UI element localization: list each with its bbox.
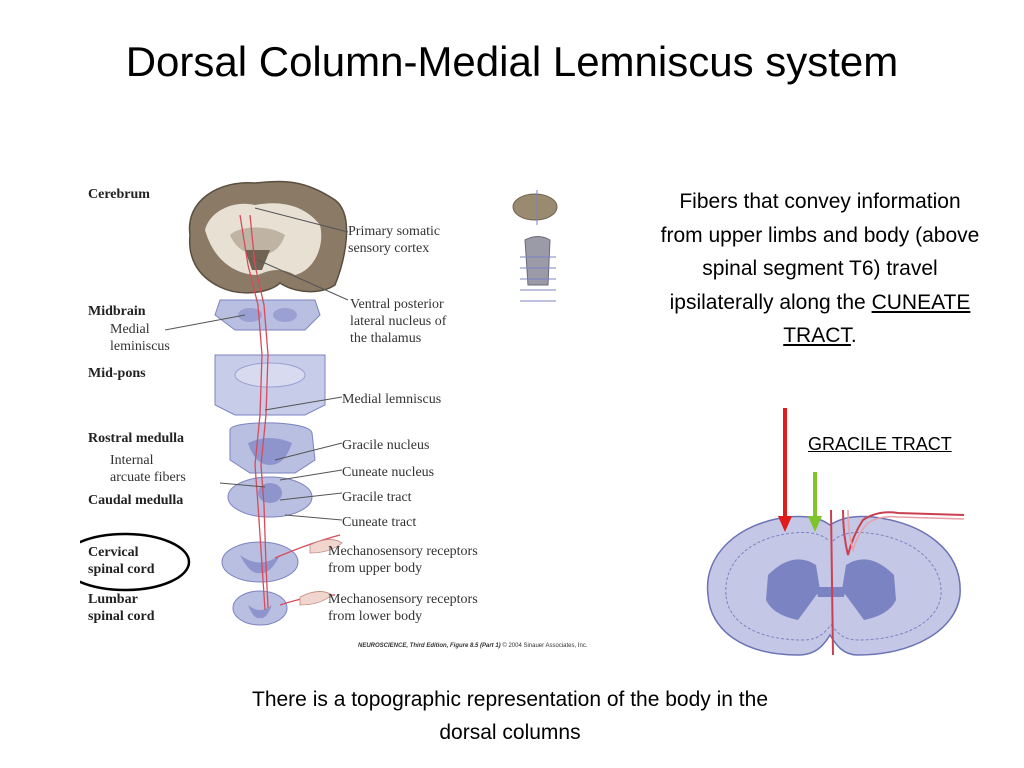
label-lumbar-1: Lumbar bbox=[88, 592, 138, 607]
receptor-tufts bbox=[299, 539, 343, 606]
cervical-highlight-ellipse bbox=[80, 532, 191, 592]
label-midbrain: Midbrain bbox=[88, 304, 146, 319]
figure-credit: NEUROSCIENCE, Third Edition, Figure 8.5 … bbox=[358, 643, 588, 649]
label-mech-lower-1: Mechanosensory receptors bbox=[328, 592, 478, 607]
rostral-medulla-section bbox=[229, 422, 316, 474]
label-mech-upper-1: Mechanosensory receptors bbox=[328, 544, 478, 559]
slide-title: Dorsal Column-Medial Lemniscus system bbox=[125, 38, 899, 85]
credit-rest: © 2004 Sinauer Associates, Inc. bbox=[502, 643, 588, 649]
label-gracile-nucleus: Gracile nucleus bbox=[342, 438, 430, 453]
inset-fiber bbox=[842, 509, 964, 556]
label-caudal-medulla: Caudal medulla bbox=[88, 493, 184, 508]
cuneate-arrow bbox=[778, 408, 792, 532]
spinal-cord-inset bbox=[698, 505, 964, 657]
caudal-medulla-section bbox=[227, 476, 313, 518]
label-internal-2: arcuate fibers bbox=[110, 470, 186, 485]
label-vpl-3: the thalamus bbox=[350, 331, 422, 346]
pathway-diagram bbox=[80, 180, 558, 626]
midbrain-section bbox=[214, 299, 321, 331]
label-vpl-2: lateral nucleus of bbox=[350, 314, 447, 329]
cuneate-explanation: Fibers that convey information from uppe… bbox=[660, 185, 980, 353]
label-medial-lemniscus: Medial lemniscus bbox=[342, 392, 442, 407]
label-medial-lemniscus-1: Medial bbox=[110, 322, 150, 337]
label-cervical-1: Cervical bbox=[88, 545, 139, 560]
credit-book: NEUROSCIENCE, Third Edition, Figure 8.5 … bbox=[358, 643, 501, 649]
label-mech-upper-2: from upper body bbox=[328, 561, 423, 576]
label-rostral-medulla: Rostral medulla bbox=[88, 431, 185, 446]
pons-section bbox=[214, 354, 326, 416]
gracile-arrow bbox=[808, 472, 822, 532]
label-mech-lower-2: from lower body bbox=[328, 609, 423, 624]
leader-lines bbox=[164, 207, 349, 521]
label-psc-1: Primary somatic bbox=[348, 224, 441, 239]
cuneate-tract-term: CUNEATE TRACT bbox=[783, 290, 971, 348]
cerebrum-section bbox=[188, 180, 348, 294]
label-medial-lemniscus-2: leminiscus bbox=[110, 339, 170, 354]
orientation-icons bbox=[512, 190, 558, 302]
cervical-cord-section bbox=[221, 541, 299, 583]
cuneate-explanation-end: . bbox=[850, 324, 857, 347]
label-lumbar-2: spinal cord bbox=[88, 609, 155, 624]
pathway-lines bbox=[239, 214, 341, 611]
tract-arrows bbox=[778, 408, 822, 532]
label-gracile-tract: Gracile tract bbox=[342, 490, 412, 505]
label-cervical-2: spinal cord bbox=[88, 562, 155, 577]
label-psc-2: sensory cortex bbox=[348, 241, 430, 256]
cuneate-explanation-text: Fibers that convey information from uppe… bbox=[660, 190, 980, 314]
label-cuneate-tract: Cuneate tract bbox=[342, 515, 417, 530]
lumbar-cord-section bbox=[232, 590, 288, 626]
label-vpl-1: Ventral posterior bbox=[350, 297, 444, 312]
pathway-figure: Cerebrum Midbrain Medial leminiscus Mid-… bbox=[80, 175, 620, 660]
gracile-tract-label: GRACILE TRACT bbox=[808, 434, 952, 454]
label-mid-pons: Mid-pons bbox=[88, 366, 146, 381]
bottom-caption: There is a topographic representation of… bbox=[252, 688, 768, 744]
label-internal-1: Internal bbox=[110, 453, 154, 468]
label-cerebrum: Cerebrum bbox=[88, 187, 150, 202]
label-cuneate-nucleus: Cuneate nucleus bbox=[342, 465, 435, 480]
